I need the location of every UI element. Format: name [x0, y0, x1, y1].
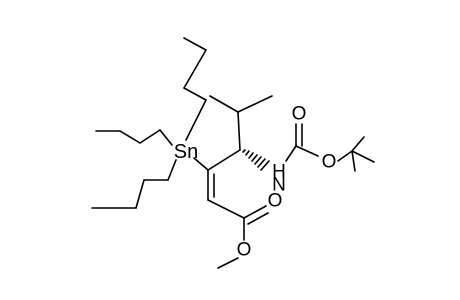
atom-nitrogen-label: N [272, 175, 286, 196]
bond-c2-c1 [207, 199, 245, 219]
bond-butyl2-3 [139, 129, 161, 144]
bond-o-tbu [337, 150, 353, 162]
atom-labels: Sn H N O O O O [174, 104, 337, 261]
bond-butyl1-4 [185, 99, 207, 141]
bond-c5-me2 [237, 95, 273, 113]
atom-carbamate-carbonyl-o-label: O [292, 104, 307, 125]
bond-n-carbamate-c [285, 145, 297, 162]
bond-tbu-me2 [351, 150, 375, 163]
bond-c1-o-double-a [243, 205, 267, 219]
bond-c3-c4 [207, 149, 241, 171]
hashed-wedge-bond [242, 149, 270, 171]
bond-butyl3-4 [167, 159, 177, 181]
bond-butyl3-2 [135, 179, 145, 209]
atom-ester-carbonyl-o-label: O [268, 191, 283, 212]
bond-butyl2-4 [159, 129, 173, 146]
atom-nitrogen-h-label: H [272, 162, 286, 183]
atom-ester-ether-o-label: O [237, 240, 252, 261]
bond-butyl2-2 [119, 130, 141, 144]
atom-tin-label: Sn [174, 141, 198, 163]
bond-butyl1-3 [183, 87, 207, 101]
atom-carbamate-ether-o-label: O [322, 152, 337, 173]
bond-carbamate-c-o [295, 145, 319, 157]
bond-sn-c3 [193, 157, 209, 171]
bond-butyl1-2 [183, 49, 207, 89]
bond-lines [91, 37, 375, 269]
bond-c1-o-double-b [247, 212, 269, 225]
bond-c4-c5 [237, 111, 241, 151]
bond-tbu-me1 [351, 136, 365, 152]
bond-tbu-me3 [351, 150, 356, 172]
bond-c5-me1 [209, 95, 239, 113]
bond-butyl1-1 [183, 37, 207, 51]
bond-o-methyl [217, 257, 239, 269]
